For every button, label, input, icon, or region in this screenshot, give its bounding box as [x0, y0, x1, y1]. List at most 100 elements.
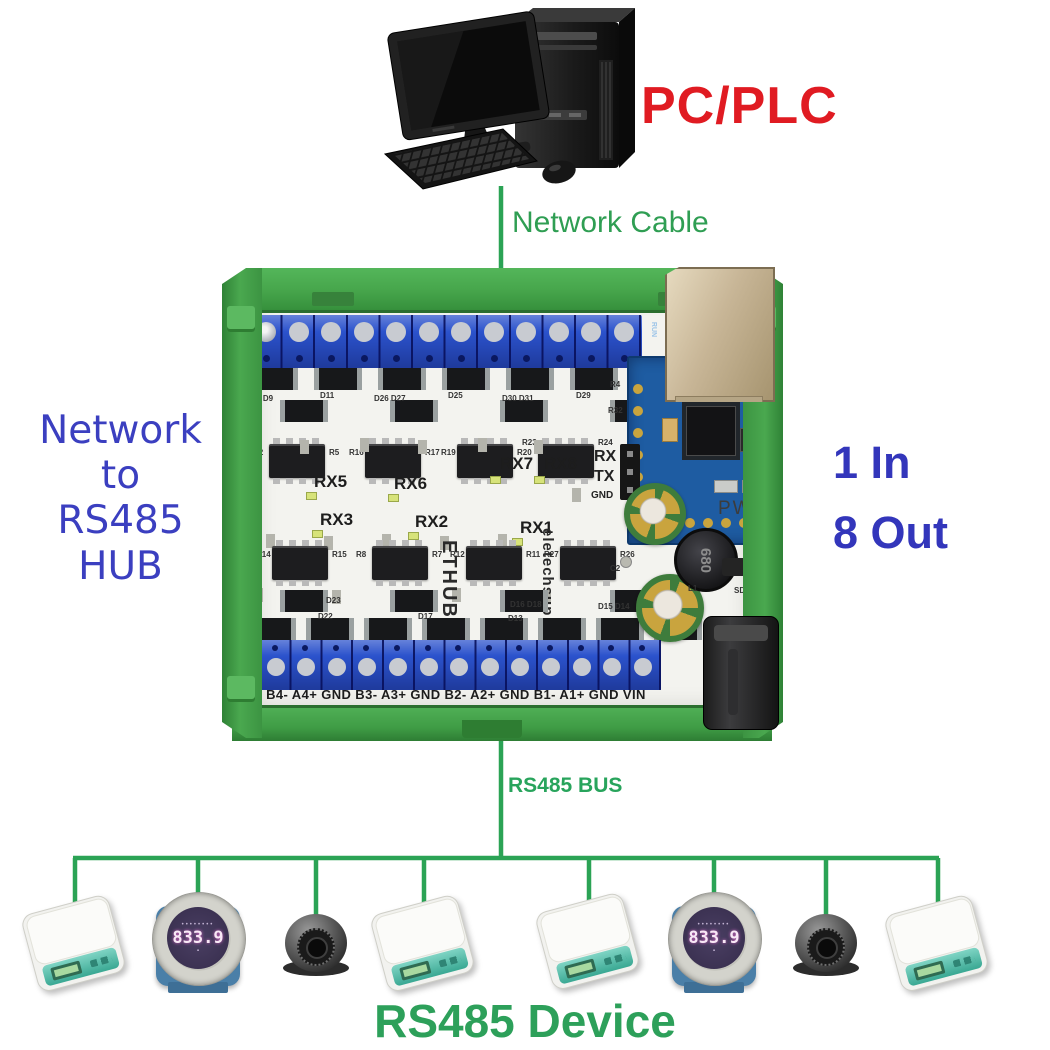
scale-buttons — [603, 953, 627, 966]
resistor-ref: R19 — [441, 448, 456, 457]
scale-lcd — [50, 960, 83, 981]
device-dome-camera — [790, 912, 862, 978]
scale-buttons — [89, 955, 113, 968]
hub-title: Network to RS485 HUB — [18, 408, 223, 589]
din-carrier-left-bracket — [222, 268, 262, 738]
meter-reading: 833.9 — [688, 928, 740, 948]
electrolytic-capacitor — [636, 574, 704, 642]
hub-title-line: to — [100, 453, 141, 499]
rx-led — [312, 530, 323, 538]
device-digital-scale — [878, 890, 997, 1001]
diode-ref: D17 — [418, 612, 433, 621]
rs485-device-label: RS485 Device — [374, 995, 676, 1047]
diode-ref: D15 D14 — [598, 602, 630, 611]
rs485-transceiver-chip — [466, 540, 522, 586]
terminal-wire-holes — [263, 355, 270, 362]
castellated-pads — [633, 384, 643, 394]
rx-led — [490, 476, 501, 484]
channel-label-rx6: RX6 — [394, 474, 428, 493]
camera-lens — [816, 937, 838, 959]
meter-reading: 833.9 — [172, 928, 224, 948]
rs485-transceiver-chip — [365, 438, 421, 484]
smd-resistor — [714, 480, 738, 493]
resistor-ref: R4 — [610, 380, 621, 389]
resistor-ref: R14 — [256, 550, 271, 559]
diode-ref: D16 D18 — [510, 600, 542, 609]
diode-ref: SD1 — [734, 586, 750, 595]
ethernet-chip — [686, 406, 736, 456]
smd-capacitor — [620, 556, 632, 568]
meter-base-tab — [168, 982, 228, 993]
resistor-ref: R20 — [517, 448, 532, 457]
device-dome-camera — [280, 912, 352, 978]
terminal-separators — [230, 640, 661, 690]
run-silkscreen: RUN — [650, 321, 658, 338]
rs485-transceiver-chip — [560, 540, 616, 586]
diode-ref: D29 — [576, 391, 591, 400]
diode-ref: D30 D31 — [502, 394, 534, 403]
uart-pin-header — [620, 444, 640, 500]
channel-label-rx2: RX2 — [415, 512, 449, 531]
channel-label-rx8: RX8 — [544, 454, 578, 473]
channel-label-rx7: RX7 — [500, 454, 534, 473]
meter-face: •••••••• 833.9 ▪ — [167, 907, 229, 969]
pc-plc-label: PC/PLC — [641, 77, 838, 135]
rs485-transceiver-chip — [269, 438, 325, 484]
device-round-meter: •••••••• 833.9 ▪ — [150, 890, 246, 995]
device-round-meter: •••••••• 833.9 ▪ — [666, 890, 762, 995]
desktop-computer-icon — [383, 8, 635, 190]
electrolytic-capacitor — [624, 483, 686, 545]
hub-title-line: HUB — [78, 543, 163, 589]
channel-label-rx1: RX1 — [520, 518, 554, 537]
resistor-ref: R24 — [598, 438, 613, 447]
resistor-ref: R12 — [450, 550, 465, 559]
channel-label-rx3: RX3 — [320, 510, 354, 529]
diode-ref: D26 D27 — [374, 394, 406, 403]
diode-ref: D23 — [326, 596, 341, 605]
channel-label-rx5: RX5 — [314, 472, 348, 491]
bottom-terminal-block — [230, 640, 661, 690]
diode-row — [280, 590, 720, 612]
rs485-transceiver-chip — [372, 540, 428, 586]
diode-ref: D13 — [508, 614, 523, 623]
diode-ref: D11 — [320, 391, 335, 400]
rj45-ethernet-jack — [665, 267, 775, 402]
rs485-hub-module: TX RX GND B8- A8+ GND B7- A7+ GND B6- A6… — [222, 267, 783, 741]
hub-title-line: Network — [39, 408, 202, 453]
diode-row — [250, 368, 634, 390]
rx-led — [534, 476, 545, 484]
scale-lcd — [399, 960, 432, 981]
uart-gnd-label: GND — [591, 490, 614, 501]
resistor-ref: R27 — [544, 550, 559, 559]
capacitor-ref: C2 — [610, 564, 621, 573]
diode-ref: D25 — [448, 391, 463, 400]
resistor-ref: R23 — [522, 438, 537, 447]
rx-led — [388, 494, 399, 502]
inductor-ref: L1 — [688, 584, 698, 593]
io-count-label: 1 In 8 Out — [833, 428, 948, 568]
rs485-transceiver-chip — [538, 438, 594, 484]
io-out-label: 8 Out — [833, 506, 949, 558]
crystal-oscillator — [662, 418, 678, 442]
camera-lens — [306, 937, 328, 959]
device-digital-scale — [529, 888, 648, 999]
uart-rx-label: RX — [594, 448, 617, 465]
device-digital-scale — [15, 890, 134, 1001]
terminal-separators — [250, 315, 642, 368]
rs485-bus-label: RS485 BUS — [508, 774, 623, 797]
bottom-terminal-pin-labels: GND B4- A4+ GND B3- A3+ GND B2- A2+ GND … — [232, 687, 646, 702]
resistor-ref: R32 — [608, 406, 623, 415]
din-carrier-clip — [462, 720, 522, 738]
resistor-ref: R17 — [425, 448, 440, 457]
resistor-ref: R7 — [432, 550, 443, 559]
resistor-ref: R8 — [356, 550, 367, 559]
top-terminal-block — [250, 315, 642, 368]
scale-lcd — [564, 958, 597, 979]
rs485-transceiver-chip — [272, 540, 328, 586]
hub-title-line: RS485 — [57, 498, 184, 544]
rx-led — [408, 532, 419, 540]
pc-mouse — [542, 160, 576, 184]
resistor-ref: R15 — [332, 550, 347, 559]
diode-ref: D22 — [318, 612, 333, 621]
